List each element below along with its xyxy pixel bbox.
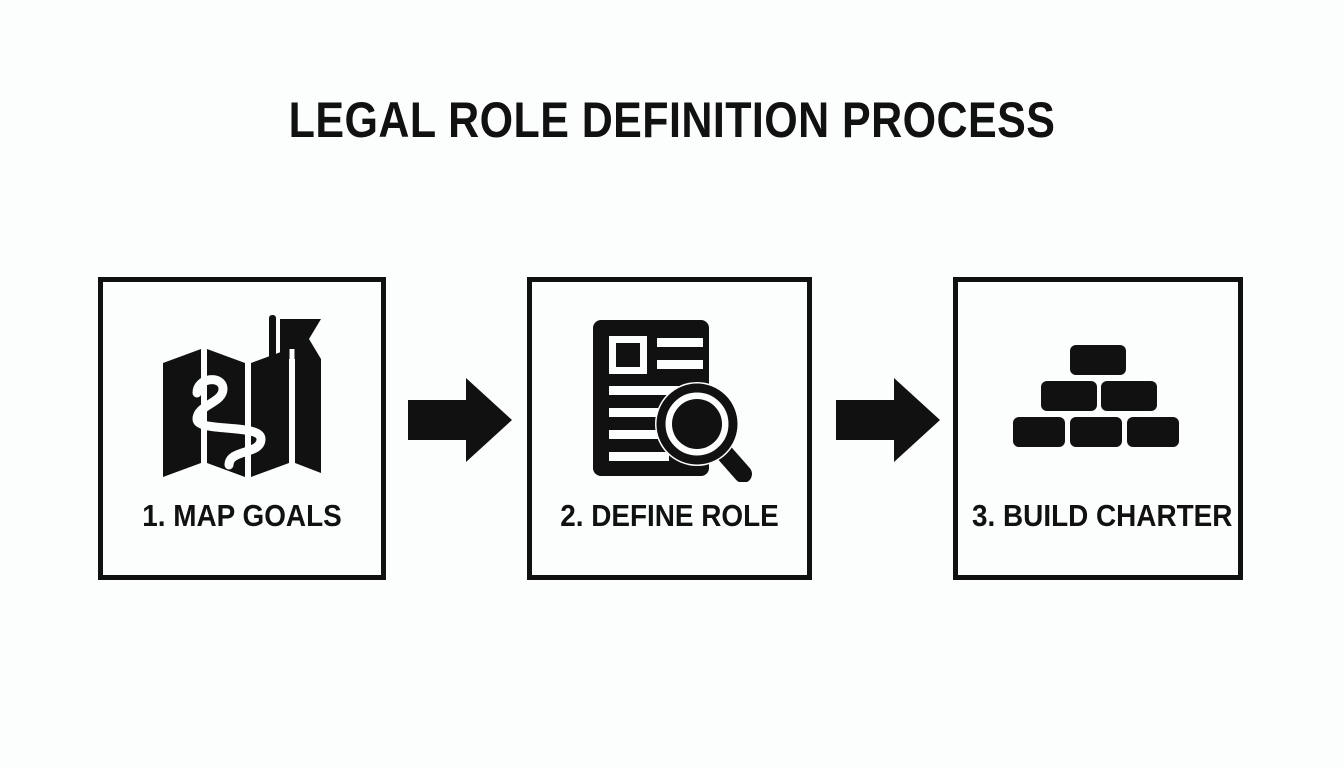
document-magnifier-icon <box>587 316 753 482</box>
step-card-3[interactable]: 3. BUILD CHARTER <box>953 277 1243 580</box>
folded-map-with-flag-icon <box>161 313 323 485</box>
step-card-1[interactable]: 1. MAP GOALS <box>98 277 386 580</box>
step-card-2[interactable]: 2. DEFINE ROLE <box>527 277 812 580</box>
step-1-icon-area <box>103 304 381 494</box>
arrow-right-icon-2 <box>836 378 940 462</box>
step-3-label: 3. BUILD CHARTER <box>972 498 1233 533</box>
step-2-icon-area <box>532 304 807 494</box>
page-title: LEGAL ROLE DEFINITION PROCESS <box>288 92 1056 148</box>
step-1-label: 1. MAP GOALS <box>142 498 342 533</box>
arrow-right-icon-1 <box>408 378 512 462</box>
step-3-icon-area <box>958 304 1238 494</box>
step-2-label: 2. DEFINE ROLE <box>560 498 779 533</box>
brick-stack-icon <box>1013 343 1183 455</box>
